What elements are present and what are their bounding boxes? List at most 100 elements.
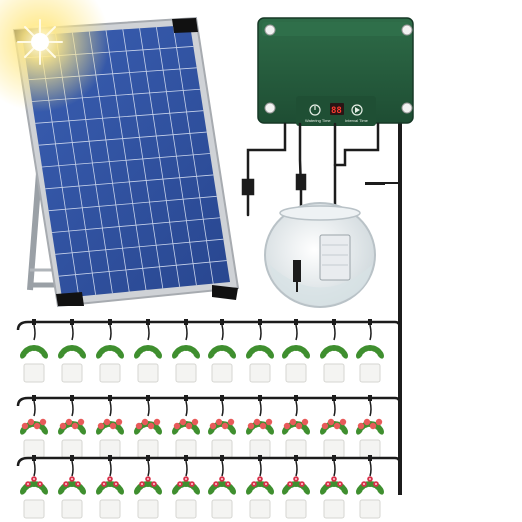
flower-center bbox=[179, 483, 181, 485]
cell-gridline bbox=[58, 260, 227, 277]
cell-gridline bbox=[51, 217, 221, 233]
drip-emitter-icon bbox=[332, 319, 336, 325]
drip-line bbox=[16, 396, 402, 407]
potted-plant bbox=[246, 455, 274, 519]
potted-plant bbox=[282, 395, 310, 459]
flower-center bbox=[289, 483, 291, 485]
flower bbox=[141, 418, 149, 426]
drip-row bbox=[16, 319, 402, 383]
flower-center bbox=[115, 483, 117, 485]
power-button-icon[interactable] bbox=[309, 104, 321, 116]
flower-center bbox=[153, 483, 155, 485]
potted-plant bbox=[96, 395, 124, 459]
drip-tube bbox=[109, 460, 112, 477]
flower bbox=[227, 418, 235, 426]
potted-plant bbox=[134, 319, 162, 383]
plant-pot bbox=[211, 499, 233, 519]
drip-tube bbox=[295, 460, 298, 477]
drip-emitter-icon bbox=[294, 395, 298, 401]
drip-emitter-icon bbox=[368, 455, 372, 461]
flower-center bbox=[215, 483, 217, 485]
potted-plant bbox=[20, 395, 48, 459]
leaf bbox=[376, 485, 384, 495]
leaf bbox=[154, 485, 162, 495]
plant-pot bbox=[99, 363, 121, 383]
drip-tube bbox=[147, 324, 150, 341]
cell-gridline bbox=[41, 153, 211, 168]
vertical-pipe bbox=[365, 120, 402, 495]
drip-emitter-icon bbox=[70, 455, 74, 461]
drip-tube bbox=[221, 400, 224, 417]
leaf bbox=[192, 425, 200, 435]
potted-plant bbox=[356, 319, 384, 383]
drip-emitter-icon bbox=[258, 395, 262, 401]
potted-plant bbox=[172, 319, 200, 383]
drip-tube bbox=[147, 400, 150, 417]
drip-tube bbox=[33, 400, 36, 417]
leaf bbox=[302, 349, 310, 359]
sun-glare-icon bbox=[0, 0, 110, 112]
timer-digits-display: 88 bbox=[330, 103, 344, 116]
flower bbox=[375, 418, 383, 426]
drip-tube bbox=[221, 324, 224, 341]
water-reservoir-jar bbox=[264, 202, 376, 308]
leaf bbox=[192, 485, 200, 495]
drip-tube bbox=[33, 460, 36, 477]
flower bbox=[339, 418, 347, 426]
drip-tube bbox=[185, 400, 188, 417]
drip-emitter-icon bbox=[184, 319, 188, 325]
cell-gridline bbox=[38, 131, 207, 146]
drip-emitter-icon bbox=[368, 319, 372, 325]
drip-tube bbox=[221, 460, 224, 477]
flower bbox=[59, 422, 67, 430]
drip-emitter-icon bbox=[220, 395, 224, 401]
plant-pot bbox=[323, 363, 345, 383]
flower-center bbox=[295, 478, 297, 480]
flower bbox=[109, 422, 117, 430]
flower bbox=[321, 422, 329, 430]
plant-pot bbox=[211, 363, 233, 383]
drip-tube bbox=[259, 460, 262, 477]
potted-plant bbox=[172, 455, 200, 519]
drip-tube bbox=[71, 324, 74, 341]
plant-pot bbox=[99, 499, 121, 519]
flower bbox=[27, 418, 35, 426]
controller-box: 88 Watering Time Interval Time bbox=[257, 17, 414, 126]
leaf bbox=[266, 425, 274, 435]
potted-plant bbox=[134, 395, 162, 459]
drip-rows bbox=[16, 319, 402, 519]
leaf bbox=[228, 425, 236, 435]
potted-plant bbox=[246, 319, 274, 383]
plant-pot bbox=[285, 499, 307, 519]
drip-tube bbox=[333, 324, 336, 341]
drip-emitter-icon bbox=[258, 319, 262, 325]
potted-plant bbox=[58, 395, 86, 459]
flower bbox=[259, 422, 267, 430]
flower-center bbox=[369, 478, 371, 480]
drip-tube bbox=[109, 324, 112, 341]
leaf bbox=[40, 349, 48, 359]
leaf bbox=[340, 485, 348, 495]
flower bbox=[135, 422, 143, 430]
flower bbox=[115, 418, 123, 426]
potted-plant bbox=[58, 455, 86, 519]
plant-pot bbox=[23, 363, 45, 383]
flower-center bbox=[141, 483, 143, 485]
flower bbox=[71, 422, 79, 430]
interval-button-icon[interactable] bbox=[351, 104, 363, 116]
flower bbox=[295, 422, 303, 430]
flower bbox=[191, 418, 199, 426]
potted-plant bbox=[96, 455, 124, 519]
drip-emitter-icon bbox=[332, 455, 336, 461]
potted-plant bbox=[208, 455, 236, 519]
flower bbox=[153, 418, 161, 426]
plant-pot bbox=[137, 499, 159, 519]
plant-pot bbox=[359, 363, 381, 383]
leaf bbox=[78, 485, 86, 495]
cell-gridline bbox=[35, 110, 204, 124]
drip-emitter-icon bbox=[146, 319, 150, 325]
drip-emitter-icon bbox=[332, 395, 336, 401]
drip-emitter-icon bbox=[32, 395, 36, 401]
potted-plant bbox=[208, 395, 236, 459]
potted-plant bbox=[172, 395, 200, 459]
